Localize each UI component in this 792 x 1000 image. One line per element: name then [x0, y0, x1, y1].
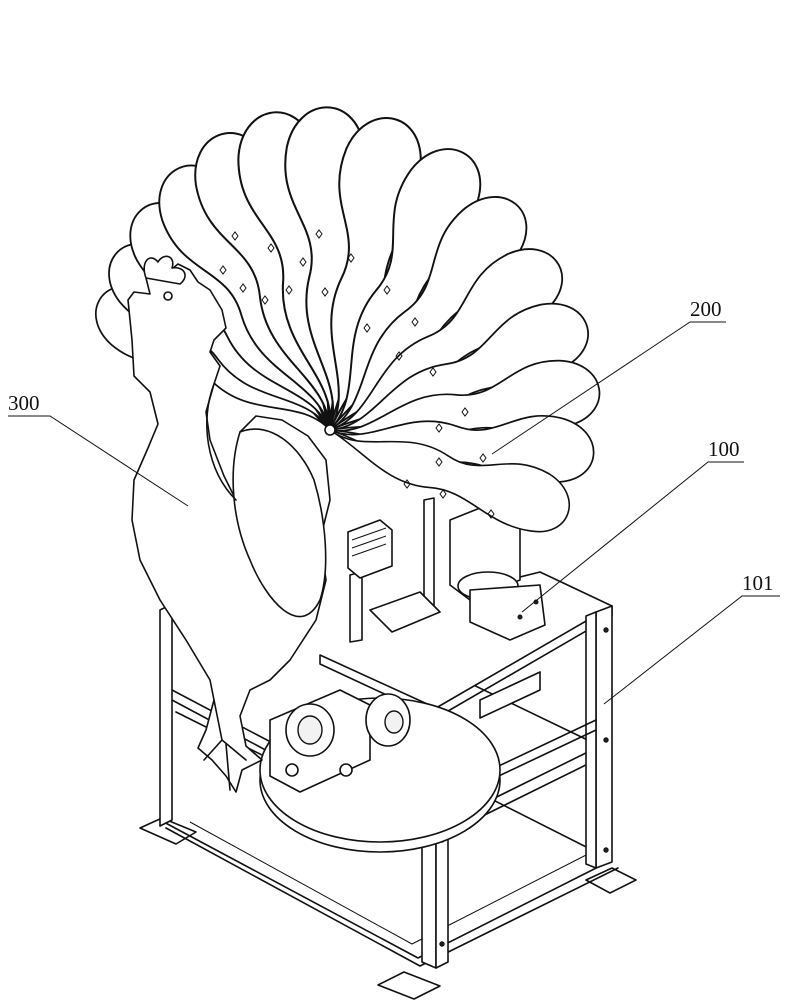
bolt-hole: [604, 848, 608, 852]
fan-pivot: [325, 425, 335, 435]
callout-label-100: 100: [708, 437, 740, 461]
rooster-eye: [164, 292, 172, 300]
guide-rod: [424, 498, 434, 610]
second-bearing-bore: [385, 711, 403, 733]
side-bracket: [480, 672, 540, 718]
bearing-bolt: [340, 764, 352, 776]
bolt-hole: [604, 738, 608, 742]
post-rear-left: [160, 604, 172, 826]
callout-label-300: 300: [8, 391, 40, 415]
callout-label-200: 200: [690, 297, 722, 321]
post-front-far-side: [586, 612, 596, 868]
bolt-hole: [604, 628, 608, 632]
post-front-far: [596, 606, 612, 868]
callout-label-101: 101: [742, 571, 774, 595]
bolt-hole: [440, 942, 444, 946]
leader-line-101: [604, 596, 780, 704]
gearbox-bolt: [518, 615, 522, 619]
foot-front: [378, 972, 440, 999]
bearing-bolt: [286, 764, 298, 776]
bearing-bore: [298, 716, 322, 744]
guide-rod: [350, 572, 362, 642]
